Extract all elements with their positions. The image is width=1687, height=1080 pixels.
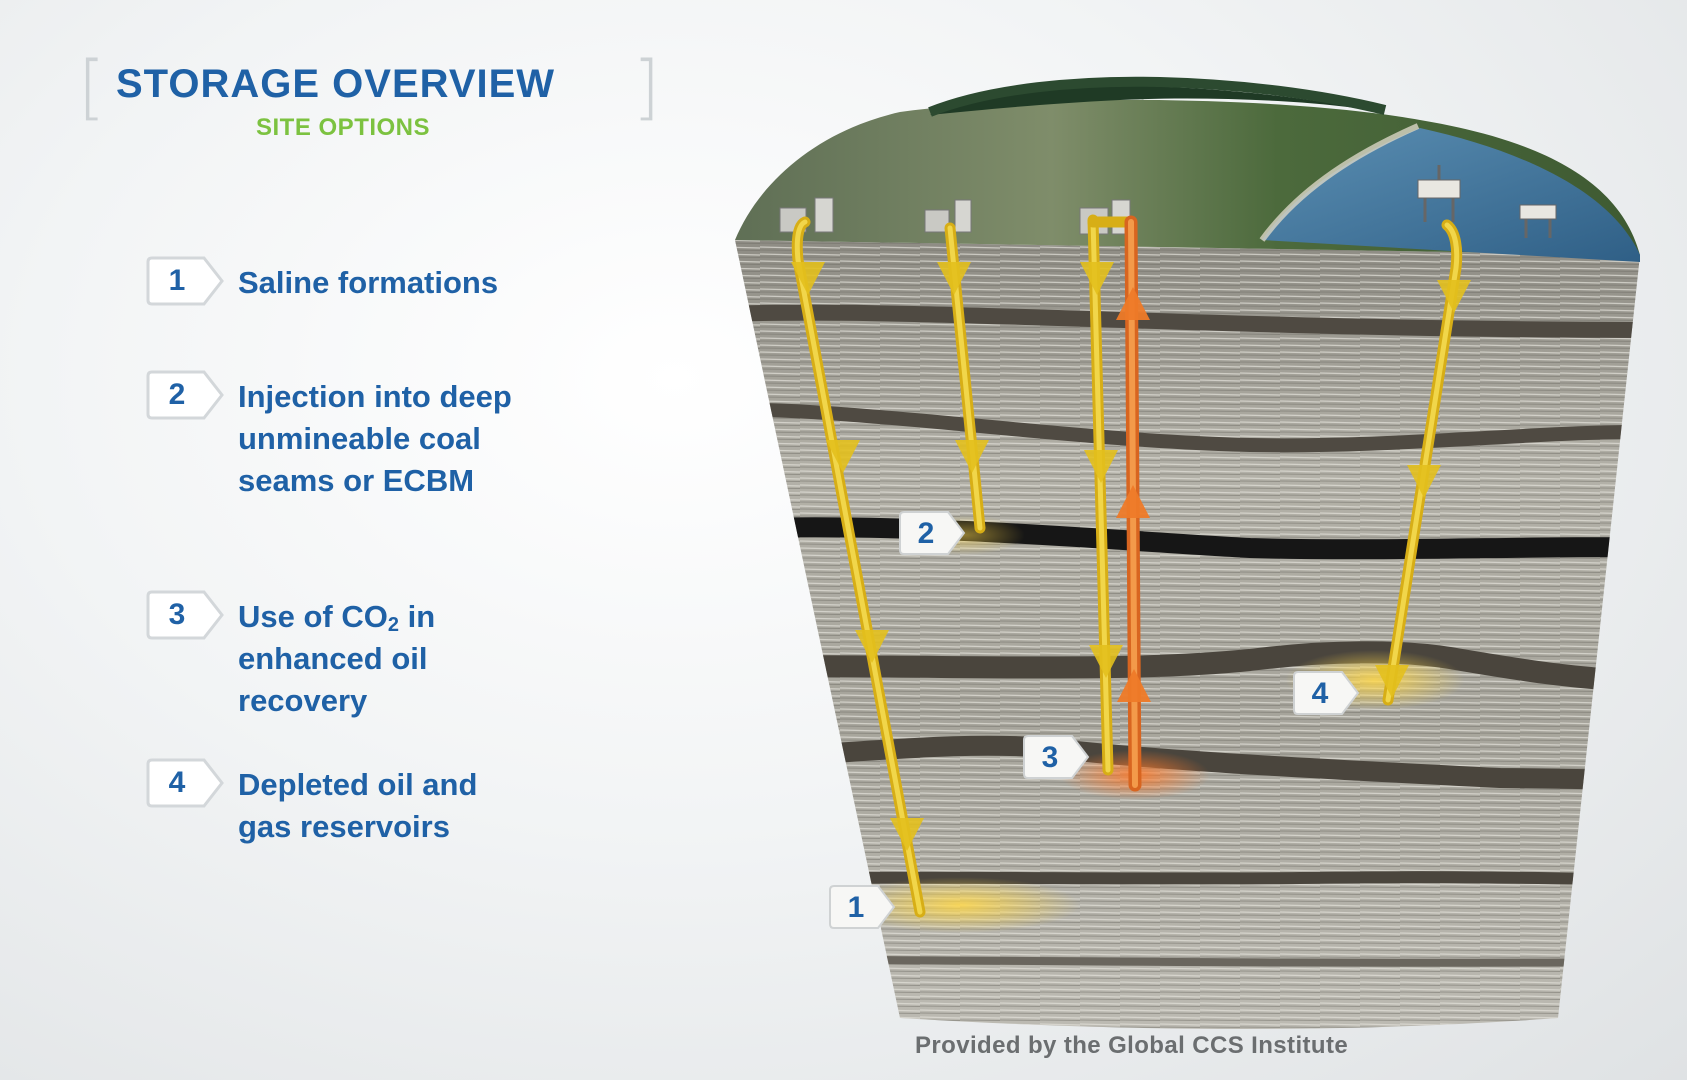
down-arrow-icon bbox=[1084, 450, 1118, 483]
legend-label: Depleted oil and gas reservoirs bbox=[238, 767, 478, 844]
legend-item-eor: 3 Use of CO2 in enhanced oil recovery bbox=[146, 590, 518, 722]
callout-number: 3 bbox=[1041, 741, 1059, 774]
legend-number-badge: 4 bbox=[146, 758, 224, 808]
surface-facilities bbox=[779, 165, 1557, 238]
source-credit: Provided by the Global CCS Institute bbox=[915, 1032, 1349, 1059]
down-arrow-icon bbox=[855, 630, 889, 663]
callout-number: 4 bbox=[1311, 677, 1329, 710]
down-arrow-icon bbox=[1375, 665, 1409, 698]
power-plant-icon bbox=[924, 209, 950, 233]
down-arrow-icon bbox=[791, 262, 825, 295]
page-title: STORAGE OVERVIEW bbox=[116, 62, 556, 106]
callout-number: 1 bbox=[847, 891, 865, 924]
down-arrow-icon bbox=[955, 440, 989, 473]
legend-number: 2 bbox=[168, 378, 186, 411]
legend-label: Saline formations bbox=[238, 265, 499, 300]
legend-label-part: Use of CO bbox=[238, 599, 388, 634]
surface-top bbox=[735, 76, 1640, 262]
legend-number: 1 bbox=[168, 264, 186, 297]
callout-number: 2 bbox=[917, 517, 935, 550]
legend-number: 3 bbox=[168, 598, 186, 631]
down-arrow-icon bbox=[1407, 465, 1441, 498]
up-arrow-icon bbox=[1116, 287, 1150, 320]
up-arrow-icon bbox=[1116, 485, 1150, 518]
legend-label: Use of CO2 in enhanced oil recovery bbox=[238, 596, 518, 722]
down-arrow-icon bbox=[1089, 645, 1123, 678]
page-subtitle: SITE OPTIONS bbox=[256, 114, 431, 141]
legend-label-subscript: 2 bbox=[387, 614, 399, 636]
forest bbox=[930, 85, 1380, 115]
down-arrow-icon bbox=[1080, 262, 1114, 295]
legend-label: Injection into deep unmineable coal seam… bbox=[238, 379, 512, 498]
legend-number: 4 bbox=[168, 766, 186, 799]
legend-number-badge: 3 bbox=[146, 590, 224, 640]
legend-item-coal: 2 Injection into deep unmineable coal se… bbox=[146, 370, 518, 502]
offshore-platform-icon bbox=[1417, 165, 1461, 222]
callout-saline: 1 bbox=[828, 884, 896, 930]
down-arrow-icon bbox=[1437, 280, 1471, 313]
legend-number-badge: 2 bbox=[146, 370, 224, 420]
up-arrow-icon bbox=[1117, 669, 1151, 702]
callout-coal: 2 bbox=[898, 510, 966, 556]
down-arrow-icon bbox=[826, 440, 860, 473]
flow-arrows bbox=[791, 262, 1471, 851]
title-bracket-left: [ bbox=[78, 46, 106, 128]
legend-label-part: in enhanced oil recovery bbox=[238, 599, 436, 718]
power-plant-icon bbox=[954, 199, 972, 233]
legend-item-saline: 1 Saline formations bbox=[146, 256, 518, 306]
callout-depleted: 4 bbox=[1292, 670, 1360, 716]
title-bracket-right: ] bbox=[632, 46, 660, 128]
callout-eor: 3 bbox=[1022, 734, 1090, 780]
power-plant-icon bbox=[814, 197, 834, 233]
offshore-platform-icon bbox=[1519, 204, 1557, 238]
beach bbox=[1259, 123, 1420, 242]
legend-number-badge: 1 bbox=[146, 256, 224, 306]
down-arrow-icon bbox=[890, 818, 924, 851]
legend-item-depleted: 4 Depleted oil and gas reservoirs bbox=[146, 758, 518, 848]
down-arrow-icon bbox=[937, 262, 971, 295]
title-block: [ STORAGE OVERVIEW ] SITE OPTIONS bbox=[78, 50, 668, 150]
